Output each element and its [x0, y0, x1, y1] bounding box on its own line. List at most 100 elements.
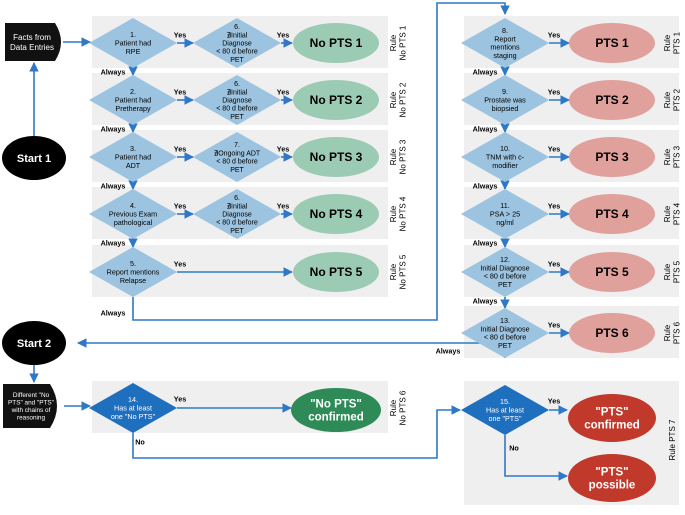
- result-pts-possible-label: "PTS"possible: [589, 467, 636, 492]
- yes-label: Yes: [548, 260, 560, 269]
- condition-diamond-5: [89, 247, 177, 297]
- always-arrow-to-pts: [132, 2, 510, 321]
- yes-label: Yes: [174, 31, 186, 40]
- pts-condition-diamond-3: [461, 132, 549, 182]
- always-label: Always: [473, 297, 498, 306]
- rule-label-nopts-5: RuleNo PTS 5: [389, 254, 408, 289]
- result-nopts-3: [293, 137, 379, 177]
- rule-label-pts-4: RulePTS 4: [663, 202, 682, 225]
- rule-label-nopts-1: RuleNo PTS 1: [389, 25, 408, 60]
- condition-diamond-3: [89, 132, 177, 182]
- always-label: Always: [101, 125, 126, 134]
- rule-label-nopts-4: RuleNo PTS 4: [389, 196, 408, 231]
- yes-label: Yes: [277, 88, 289, 97]
- always-label: Always: [473, 68, 498, 77]
- yes-label: Yes: [174, 202, 186, 211]
- start2-node: [2, 321, 66, 365]
- pts-condition-diamond-2: [461, 75, 549, 125]
- result-pts-label-3: PTS 3: [595, 150, 629, 164]
- no-label: No: [509, 444, 519, 453]
- result-pts-1: [569, 23, 655, 63]
- always-label: Always: [436, 347, 461, 356]
- result-pts-5: [569, 252, 655, 292]
- rule-label-pts-3: RulePTS 3: [663, 145, 682, 168]
- no-label: No: [135, 438, 145, 447]
- pts-condition-diamond-4: [461, 189, 549, 239]
- result-nopts-label-1: No PTS 1: [310, 36, 363, 50]
- yes-label: Yes: [548, 321, 560, 330]
- start1-node: [2, 136, 66, 180]
- result-nopts-confirmed: [291, 388, 381, 432]
- result-pts-confirmed: [568, 394, 656, 442]
- condition-diamond-4: [89, 189, 177, 239]
- pts-condition-diamond-5: [461, 247, 549, 297]
- yes-label: Yes: [548, 145, 560, 154]
- condition-diamond-2: [89, 75, 177, 125]
- result-nopts-confirmed-label: "No PTS"confirmed: [308, 399, 364, 424]
- result-nopts-2: [293, 80, 379, 120]
- yes-label: Yes: [548, 202, 560, 211]
- result-pts-4: [569, 194, 655, 234]
- check-diamond-3: [193, 132, 281, 182]
- result-nopts-label-4: No PTS 4: [310, 207, 363, 221]
- yes-label: Yes: [174, 145, 186, 154]
- result-nopts-label-5: No PTS 5: [310, 265, 363, 279]
- start1-label: Start 1: [17, 153, 51, 165]
- condition-diamond-15: [461, 385, 549, 435]
- rule-label-pts-1: RulePTS 1: [663, 31, 682, 54]
- result-pts-label-1: PTS 1: [595, 36, 629, 50]
- result-nopts-label-2: No PTS 2: [310, 93, 363, 107]
- yes-label: Yes: [277, 31, 289, 40]
- result-pts-6: [569, 313, 655, 353]
- rule-label-pts-7: Rule PTS 7: [668, 419, 677, 460]
- always-label: Always: [473, 239, 498, 248]
- yes-label: Yes: [174, 395, 186, 404]
- result-pts-3: [569, 137, 655, 177]
- rule14-no-arrow: [132, 405, 461, 459]
- always-label: Always: [473, 125, 498, 134]
- result-pts-label-5: PTS 5: [595, 265, 629, 279]
- pts-condition-text-3: 10.TNM with c-modifier: [486, 144, 525, 170]
- pts-condition-diamond-6: [461, 308, 549, 358]
- rule-label-pts-6: RulePTS 6: [663, 321, 682, 344]
- result-nopts-1: [293, 23, 379, 63]
- rule-label-nopts-2: RuleNo PTS 2: [389, 82, 408, 117]
- data-entries-node: [5, 23, 61, 61]
- yes-label: Yes: [548, 31, 560, 40]
- result-pts-possible: [568, 454, 656, 502]
- check-diamond-2: [193, 75, 281, 125]
- yes-label: Yes: [277, 202, 289, 211]
- always-label: Always: [473, 182, 498, 191]
- yes-label: Yes: [548, 88, 560, 97]
- condition-diamond-14: [89, 383, 177, 433]
- yes-label: Yes: [174, 88, 186, 97]
- yes-label: Yes: [548, 397, 560, 406]
- different-chains-node: [3, 384, 57, 428]
- result-pts-label-4: PTS 4: [595, 207, 629, 221]
- result-nopts-5: [293, 252, 379, 292]
- always-label: Always: [101, 239, 126, 248]
- rule15-no-arrow: [504, 435, 568, 481]
- yes-label: Yes: [277, 145, 289, 154]
- result-pts-2: [569, 80, 655, 120]
- yes-label: Yes: [174, 260, 186, 269]
- rule-label-pts-2: RulePTS 2: [663, 88, 682, 111]
- result-pts-label-2: PTS 2: [595, 93, 629, 107]
- pts-condition-diamond-1: [461, 18, 549, 68]
- always-label: Always: [101, 182, 126, 191]
